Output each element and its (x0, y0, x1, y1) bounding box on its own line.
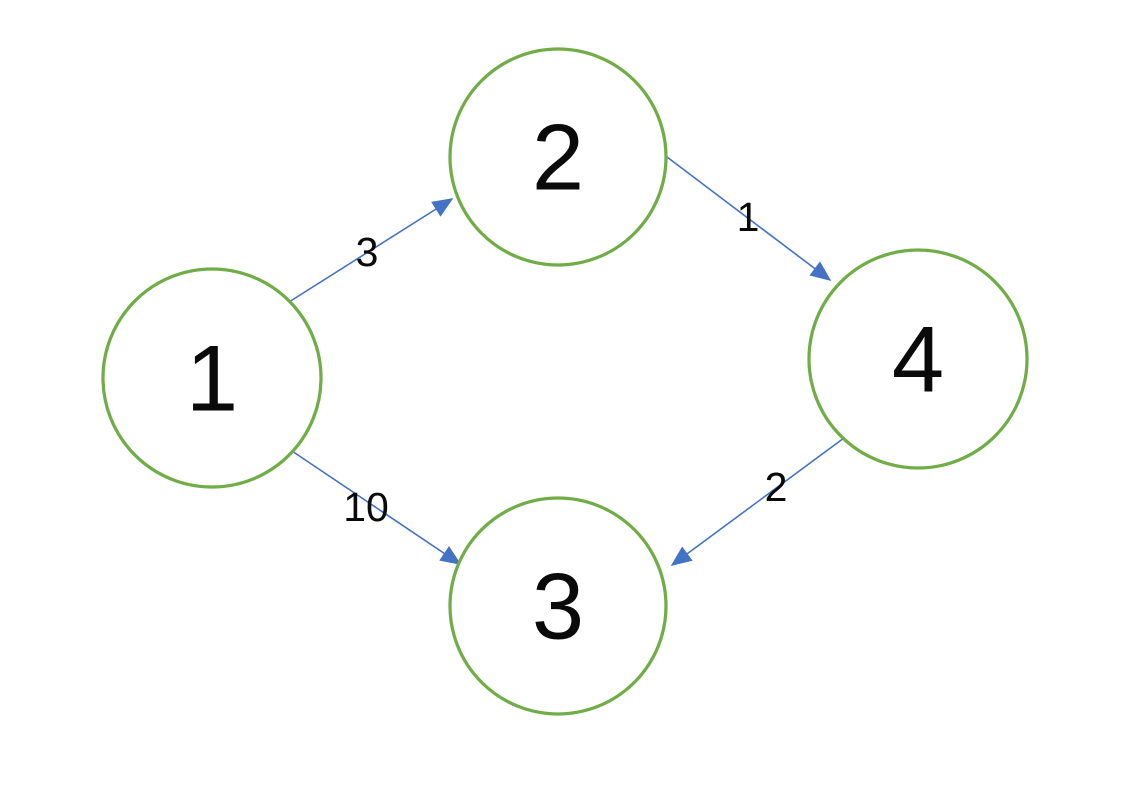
edge-2-to-4 (666, 156, 832, 281)
edge-weight-label-1-2: 3 (356, 229, 379, 275)
edge-weight-label-2-4: 1 (737, 194, 760, 240)
node-label-2: 2 (532, 105, 584, 210)
edge-weight-label-1-3: 10 (343, 484, 389, 530)
edge-labels-layer: 3 1 10 2 (343, 194, 787, 530)
edges-layer (288, 156, 845, 566)
node-label-1: 1 (186, 326, 238, 431)
node-circle-4 (807, 248, 1029, 470)
edge-1-to-3 (291, 450, 462, 565)
node-circle-2 (448, 47, 668, 267)
edge-1-to-2 (288, 198, 454, 303)
node-label-4: 4 (892, 307, 944, 412)
node-label-3: 3 (532, 554, 584, 659)
node-circle-1 (101, 267, 323, 489)
edge-weight-label-4-3: 2 (765, 464, 788, 510)
edge-4-to-3 (670, 437, 845, 566)
nodes-layer: 1 2 3 4 (101, 47, 1029, 716)
node-circle-3 (448, 496, 668, 716)
